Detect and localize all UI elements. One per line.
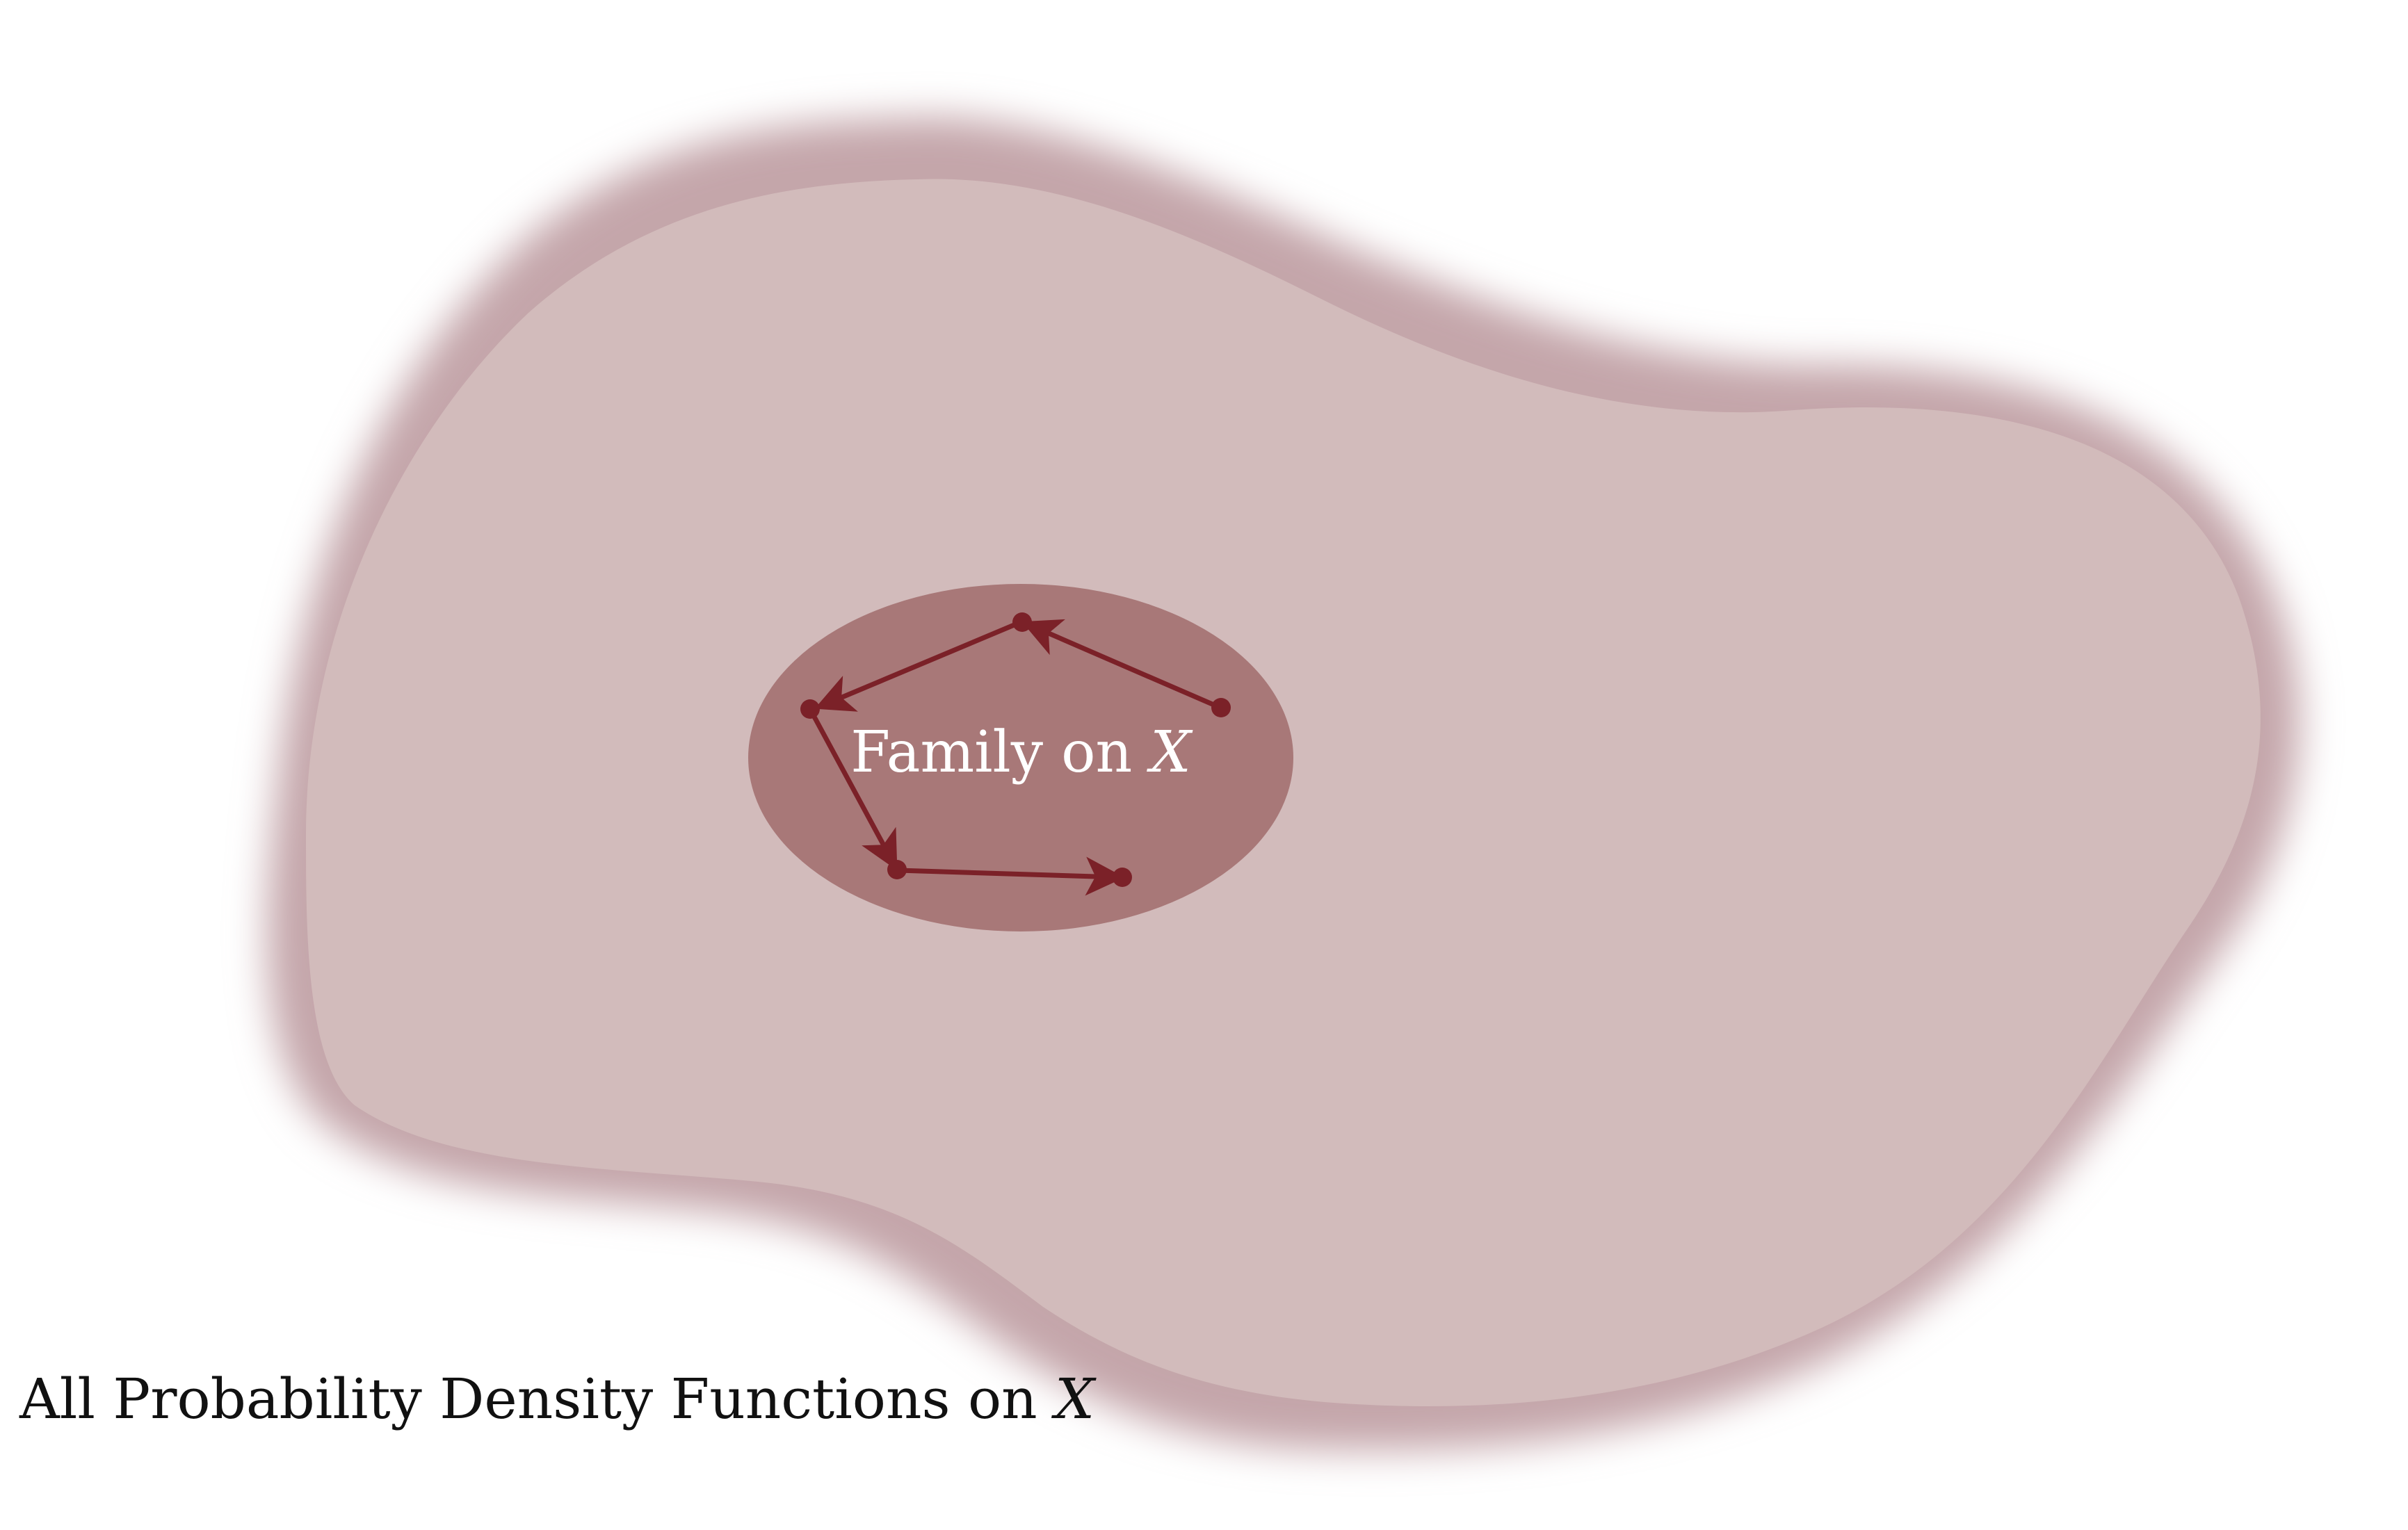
family-label: Family on X bbox=[850, 719, 1193, 786]
path-segment-3 bbox=[807, 706, 898, 871]
parameter-path bbox=[807, 619, 1223, 896]
path-point-2 bbox=[1012, 612, 1032, 632]
path-point-3 bbox=[800, 699, 820, 719]
path-points bbox=[800, 612, 1231, 887]
outer-region-label-text: All Probability Density Functions on bbox=[19, 1367, 1055, 1431]
outer-region-label-variable: X bbox=[1051, 1367, 1097, 1431]
outer-region-label: All Probability Density Functions on X bbox=[19, 1367, 1097, 1431]
path-point-1 bbox=[1211, 698, 1231, 717]
path-segment-4 bbox=[896, 856, 1125, 896]
family-label-variable: X bbox=[1146, 719, 1193, 786]
path-segment-2 bbox=[814, 619, 1024, 712]
path-point-4 bbox=[887, 860, 907, 879]
family-label-text: Family on bbox=[850, 719, 1150, 786]
path-segment-1 bbox=[1021, 619, 1223, 710]
path-point-5 bbox=[1113, 868, 1132, 887]
